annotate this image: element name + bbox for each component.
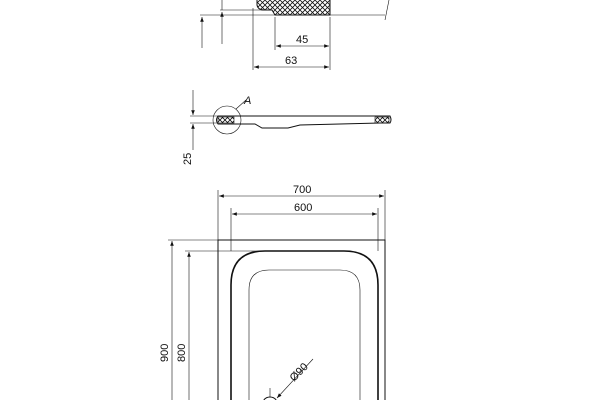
drain-diameter-label: Ø90 [288, 361, 311, 384]
tray-basin [248, 269, 361, 400]
tray-outline [217, 239, 386, 400]
detail-a-label: A [243, 95, 251, 107]
section-view: A 25 [182, 90, 392, 165]
dim-700-label: 700 [293, 184, 311, 196]
edge-detail-view: 45 63 [200, 0, 390, 70]
dim-25-label: 25 [182, 153, 194, 165]
drain-leader [276, 358, 314, 399]
drain-circle [263, 396, 277, 400]
plan-view: 700 600 900 800 Ø90 [159, 184, 386, 400]
dim-45-label: 45 [296, 34, 308, 46]
dim-600-label: 600 [294, 202, 312, 214]
dim-63-label: 63 [285, 55, 297, 67]
tray-inner-edge [230, 250, 379, 400]
dim-900-label: 900 [159, 344, 171, 362]
dim-800-label: 800 [176, 344, 188, 362]
detail-a-circle [212, 105, 242, 135]
hatched-profile [256, 0, 331, 16]
